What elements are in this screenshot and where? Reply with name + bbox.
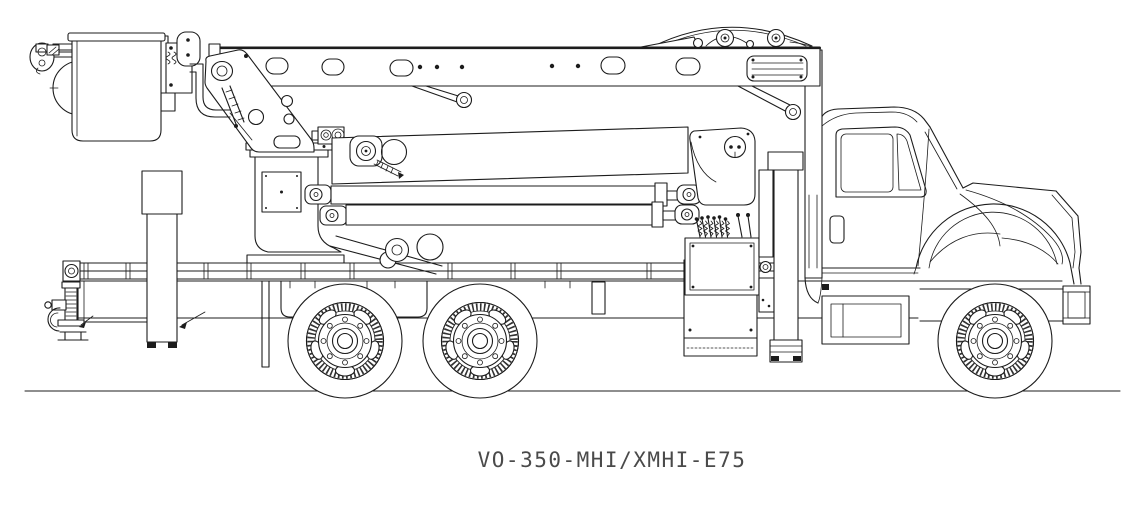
- bucket-rim: [67, 32, 166, 42]
- boom-hand-holes: [265, 56, 701, 77]
- cab-window: [835, 126, 927, 198]
- hood-front: [1055, 190, 1082, 285]
- hood-top: [962, 182, 1057, 192]
- boom-rest-post: [804, 49, 823, 304]
- cylinder-barrel: [330, 185, 658, 205]
- boom-lug-left: [411, 85, 473, 109]
- hose-coils: [697, 220, 730, 237]
- lift-cylinder-lower: [319, 201, 700, 228]
- jib-hook: [36, 67, 41, 75]
- mud-flap: [261, 280, 270, 368]
- control-station: [684, 237, 760, 296]
- platform-jib-winch: [29, 42, 75, 75]
- rear-hitch: [44, 281, 206, 341]
- lower-boom-brace: [329, 233, 444, 275]
- boom-sheave-assembly: [640, 26, 813, 49]
- pedestal-mast: [758, 151, 804, 363]
- bucket-platform: [67, 32, 176, 142]
- rear-outrigger: [141, 170, 183, 348]
- boom-rest-bracket: [746, 55, 808, 82]
- boom-lug-right: [737, 85, 802, 121]
- drawing-caption: VO-350-MHI/XMHI-E75: [478, 448, 747, 472]
- frame-tabs: [289, 280, 571, 289]
- a-pillar: [929, 126, 964, 189]
- deck-rails: [62, 260, 791, 282]
- frame-bracket: [591, 281, 606, 315]
- door-handle: [829, 215, 845, 244]
- pintle-hook: [47, 307, 61, 332]
- truck-cab: [819, 106, 1091, 345]
- hood-swoosh: [965, 189, 1063, 265]
- cab-roof: [819, 106, 931, 128]
- front-wheel: [938, 284, 1052, 398]
- front-fender: [913, 203, 1075, 285]
- vent-window: [896, 133, 922, 191]
- rear-wheel-1: [288, 284, 402, 398]
- door-seam: [917, 128, 930, 267]
- lower-boom: [331, 126, 756, 206]
- platform-assembly: [29, 31, 253, 142]
- upper-boom: [208, 43, 822, 121]
- deck-rail-ticks: [83, 262, 746, 280]
- boom-tip-bracket: [204, 49, 315, 153]
- cylinder-barrel: [345, 204, 655, 226]
- exhaust-elbow: [804, 277, 819, 304]
- control-levers: [694, 213, 752, 238]
- deck-roller: [64, 263, 79, 279]
- pedestal-access-panel: [261, 171, 302, 213]
- spring-coil: [165, 51, 171, 65]
- lift-cylinder-upper: [304, 182, 702, 207]
- rear-wheel-2: [423, 284, 537, 398]
- chassis-frame: [77, 280, 1067, 368]
